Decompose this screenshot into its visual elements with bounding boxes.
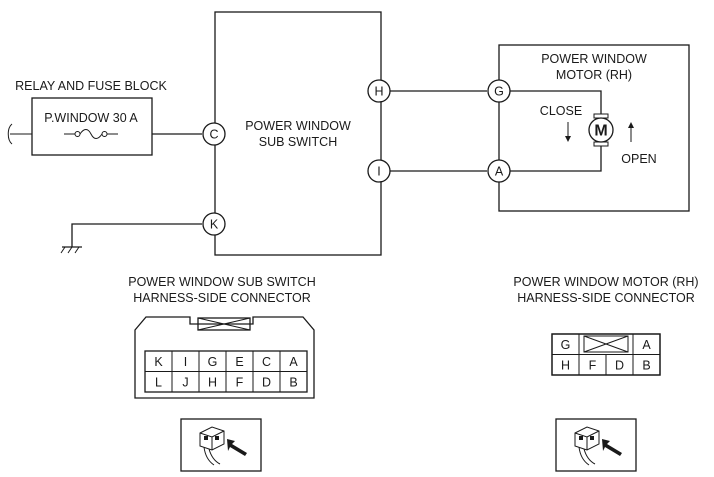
sub-conn-cell: G	[208, 355, 218, 369]
motor-box	[498, 44, 690, 212]
motor-conn-cell: A	[642, 338, 651, 352]
pin-i-label: I	[377, 165, 380, 179]
motor-conn-cell: G	[561, 338, 571, 352]
sub-switch-pin-i: I	[367, 159, 391, 183]
motor-conn-cell: F	[589, 359, 597, 373]
sub-conn-cell: L	[155, 376, 162, 390]
pin-c-label: C	[209, 128, 218, 142]
wire-k-to-ground	[71, 223, 202, 247]
open-label: OPEN	[621, 152, 656, 166]
fuse-icon	[64, 129, 118, 139]
motor-conn-cell: D	[615, 359, 624, 373]
fuse-label: P.WINDOW 30 A	[44, 111, 138, 125]
motor-symbol-label: M	[594, 123, 607, 140]
sub-switch-pin-k: K	[202, 212, 226, 236]
pin-h-label: H	[374, 85, 383, 99]
motor-connector-title-line2: HARNESS-SIDE CONNECTOR	[517, 291, 695, 305]
sub-conn-cell: E	[235, 355, 243, 369]
ground-icon	[60, 246, 82, 254]
sub-conn-cell: B	[289, 376, 297, 390]
sub-switch-pin-c: C	[202, 122, 226, 146]
sub-conn-cell: J	[182, 376, 188, 390]
pin-g-label: G	[494, 85, 504, 99]
motor-pin-g: G	[487, 79, 511, 103]
sub-switch-title-line2: SUB SWITCH	[259, 135, 337, 149]
motor-conn-cell: H	[561, 359, 570, 373]
relay-block-box	[31, 97, 153, 156]
motor-wire-bottom	[510, 144, 602, 172]
sub-conn-cell: K	[154, 355, 163, 369]
arrow-icon	[227, 439, 247, 456]
sub-conn-cell: C	[262, 355, 271, 369]
sub-conn-cell: D	[262, 376, 271, 390]
close-label: CLOSE	[540, 104, 582, 118]
sub-switch-connector-title-line1: POWER WINDOW SUB SWITCH	[128, 275, 316, 289]
sub-switch-connector-body	[134, 316, 315, 399]
sub-switch-connector-title-line2: HARNESS-SIDE CONNECTOR	[133, 291, 311, 305]
wire-end-icon	[7, 123, 32, 145]
pin-a-label: A	[495, 165, 504, 179]
connector-plug-icon	[180, 418, 262, 472]
relay-block-title: RELAY AND FUSE BLOCK	[15, 79, 167, 93]
sub-conn-cell: A	[289, 355, 298, 369]
sub-switch-box	[214, 11, 382, 256]
motor-title-line2: MOTOR (RH)	[556, 68, 632, 82]
open-arrow-icon	[628, 122, 634, 142]
sub-conn-cell: I	[184, 355, 187, 369]
sub-switch-pin-h: H	[367, 79, 391, 103]
sub-conn-cell: F	[236, 376, 244, 390]
pin-k-label: K	[210, 218, 219, 232]
arrow-icon	[602, 439, 622, 456]
connector-plug-icon	[555, 418, 637, 472]
motor-icon: M	[588, 113, 614, 147]
motor-connector-title-line1: POWER WINDOW MOTOR (RH)	[513, 275, 698, 289]
motor-conn-cell: B	[642, 359, 650, 373]
motor-connector-grid	[551, 333, 661, 376]
sub-conn-cell: H	[208, 376, 217, 390]
motor-wire-top	[510, 90, 602, 116]
close-arrow-icon	[565, 122, 571, 142]
sub-switch-title-line1: POWER WINDOW	[245, 119, 351, 133]
motor-title-line1: POWER WINDOW	[541, 52, 647, 66]
motor-pin-a: A	[487, 159, 511, 183]
